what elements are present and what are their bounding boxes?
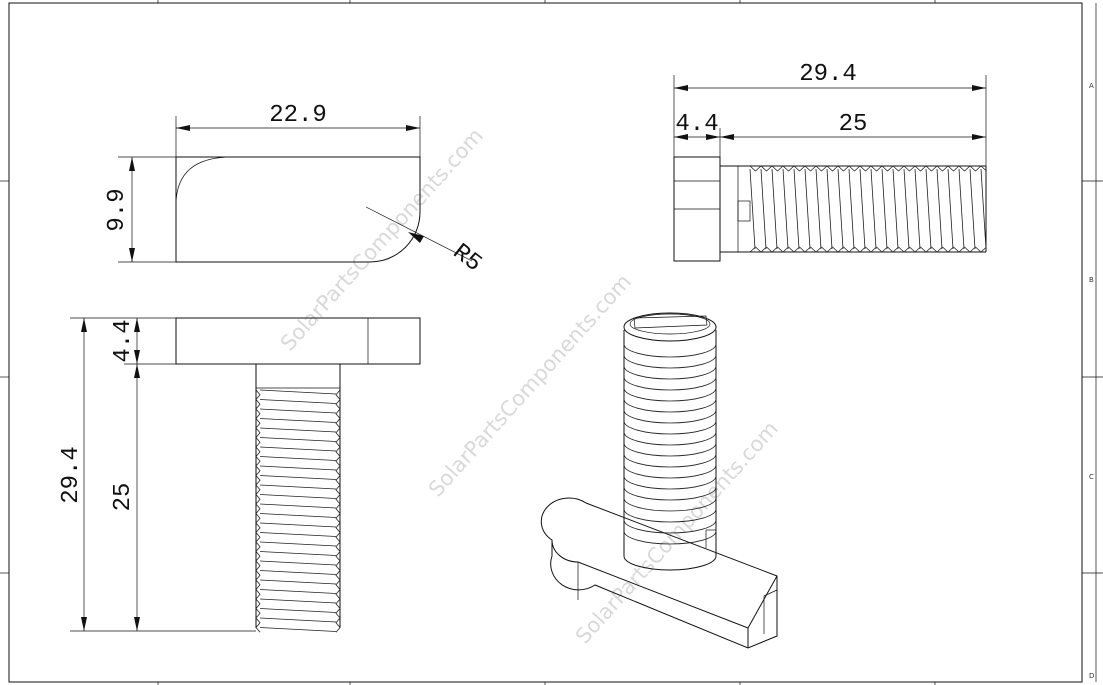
dim-radius: R5 — [447, 239, 486, 278]
top-view — [673, 75, 987, 262]
thread-line — [623, 519, 717, 534]
thread-line — [623, 420, 717, 435]
thread-line — [804, 168, 811, 250]
zone-label-c: C — [1089, 473, 1094, 481]
thread-line — [969, 168, 976, 250]
thread-line — [259, 399, 337, 404]
thread-line — [782, 168, 789, 250]
thread-line — [848, 168, 855, 250]
thread-line — [892, 168, 899, 250]
thread-line — [623, 453, 717, 468]
thread-line — [749, 246, 987, 253]
thread-line — [903, 168, 910, 250]
watermark: SolarPartsComponents.com — [276, 124, 488, 356]
thread-line — [623, 530, 717, 545]
thread-line — [259, 560, 337, 566]
thread-line — [881, 168, 888, 250]
watermark: SolarPartsComponents.com — [571, 417, 783, 649]
dim-top-total: 29.4 — [799, 61, 857, 88]
dim-side-height: 9.9 — [104, 188, 131, 231]
thread-line — [623, 442, 717, 457]
thread-line — [870, 168, 877, 250]
thread-line — [259, 408, 337, 414]
thread-line — [259, 598, 337, 604]
thread-line — [749, 168, 756, 250]
thread-line — [259, 389, 337, 395]
thread-line — [936, 168, 943, 250]
thread-line — [980, 168, 987, 250]
dim-top-thread: 25 — [839, 111, 868, 138]
thread-line — [259, 532, 337, 537]
thread-line — [259, 617, 337, 623]
thread-line — [837, 168, 844, 250]
thread-line — [623, 508, 717, 523]
zone-label-b: B — [1089, 276, 1094, 284]
thread-line — [623, 387, 717, 402]
thread-line — [815, 168, 822, 250]
thread-line — [259, 494, 337, 499]
watermarks: SolarPartsComponents.com SolarPartsCompo… — [276, 124, 783, 649]
thread-line — [259, 427, 337, 433]
thread-line — [623, 464, 717, 479]
thread-line — [259, 551, 337, 556]
thread-line — [623, 409, 717, 424]
thread-line — [259, 513, 337, 518]
thread-line — [771, 168, 778, 250]
thread-line — [335, 389, 341, 633]
thread-line — [623, 431, 717, 446]
front-view — [70, 317, 421, 633]
thread-line — [623, 376, 717, 391]
dim-front-total: 29.4 — [58, 446, 85, 504]
thread-line — [914, 168, 921, 250]
dim-front-thread: 25 — [110, 483, 137, 512]
thread-line — [259, 503, 337, 509]
thread-line — [947, 168, 954, 250]
thread-line — [760, 168, 767, 250]
thread-line — [259, 522, 337, 528]
thread-line — [826, 168, 833, 250]
zone-label-d: D — [1089, 672, 1094, 680]
thread-line — [623, 365, 717, 380]
thread-line — [259, 418, 337, 423]
dim-side-width: 22.9 — [269, 102, 327, 129]
thread-line — [623, 497, 717, 512]
zone-label-a: A — [1089, 82, 1094, 90]
watermark: SolarPartsComponents.com — [424, 270, 636, 502]
thread-line — [259, 437, 337, 442]
thread-line — [259, 475, 337, 480]
dim-front-head: 4.4 — [110, 319, 137, 362]
thread-line — [259, 446, 337, 452]
thread-line — [259, 589, 337, 594]
thread-line — [958, 168, 965, 250]
isometric-view — [540, 312, 778, 649]
thread-line — [623, 354, 717, 369]
thread-line — [623, 475, 717, 490]
thread-line — [259, 570, 337, 575]
thread-line — [259, 541, 337, 547]
dim-top-head: 4.4 — [675, 111, 718, 138]
thread-line — [859, 168, 866, 250]
side-view — [118, 116, 473, 263]
thread-line — [793, 168, 800, 250]
thread-line — [259, 484, 337, 490]
thread-line — [259, 456, 337, 461]
thread-line — [623, 486, 717, 501]
thread-line — [749, 165, 987, 172]
thread-line — [259, 627, 337, 632]
thread-line — [259, 579, 337, 585]
thread-line — [259, 465, 337, 471]
thread-line — [259, 608, 337, 613]
thread-line — [623, 398, 717, 413]
thread-line — [623, 343, 717, 358]
thread-line — [255, 389, 261, 633]
thread-line — [925, 168, 932, 250]
